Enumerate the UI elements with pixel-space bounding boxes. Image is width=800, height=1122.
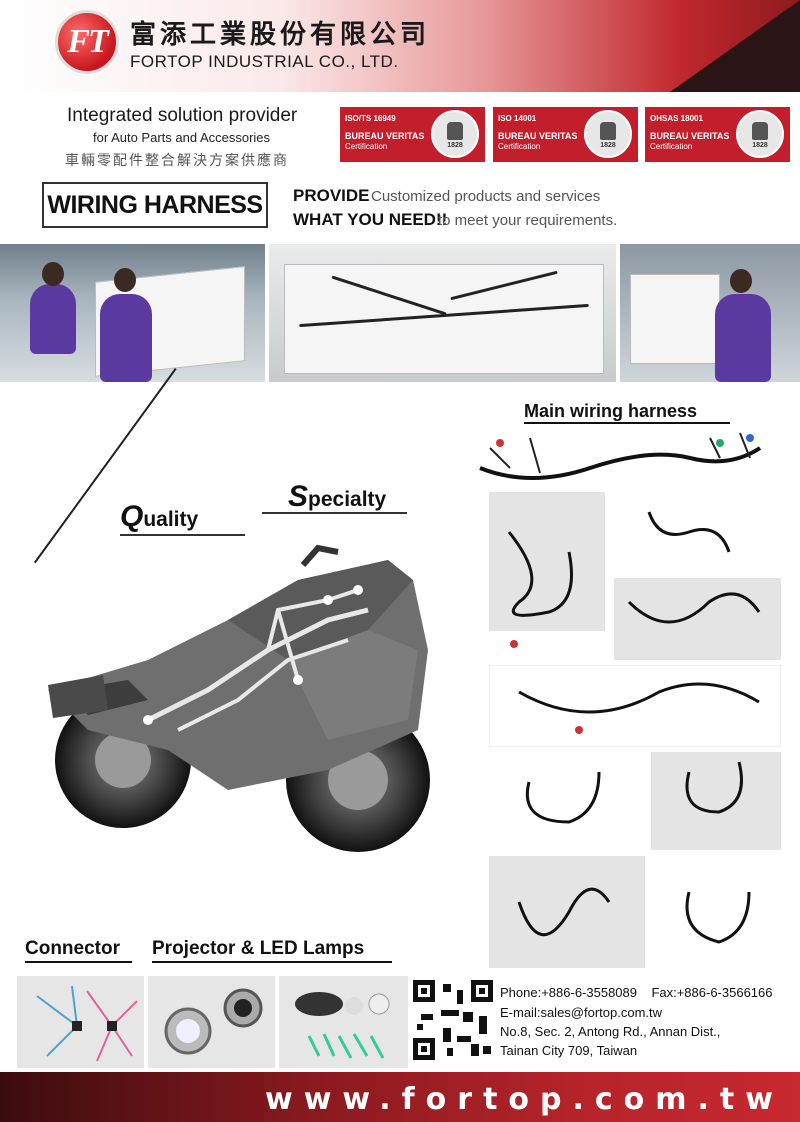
main-harness-heading: Main wiring harness: [524, 401, 698, 421]
worker-head: [42, 262, 64, 286]
fax-number: Fax:+886-6-3566166: [651, 985, 773, 1000]
contact-email[interactable]: E-mail:sales@fortop.com.tw: [500, 1005, 663, 1020]
factory-photo-workers-left: [0, 244, 265, 382]
connector-heading: Connector: [25, 938, 120, 959]
need-label: WHAT YOU NEED!!: [293, 210, 448, 229]
connector-underline: [25, 961, 132, 963]
company-name-english: FORTOP INDUSTRIAL CO., LTD.: [130, 52, 399, 71]
harness-photo: [489, 665, 781, 747]
cert-iso-14001: ISO 14001 BUREAU VERITAS Certification 1…: [493, 107, 638, 162]
worker-figure: [30, 284, 76, 354]
quality-initial: Q: [120, 500, 144, 533]
tagline-sub: for Auto Parts and Accessories: [93, 130, 271, 145]
bureau-veritas-seal-icon: 1828: [431, 110, 479, 158]
cert-type: Certification: [345, 142, 388, 151]
projector-lamp-photo: [148, 976, 275, 1068]
worker-head: [114, 268, 136, 292]
cert-name: ISO/TS 16949: [345, 114, 396, 123]
led-ring-icon: [295, 992, 390, 1059]
phone-number[interactable]: Phone:+886-6-3558089: [500, 985, 637, 1000]
quality-heading: Quality: [120, 500, 198, 534]
led-lamp-photo: [279, 976, 408, 1068]
tagline-main: Integrated solution provider: [67, 105, 298, 126]
company-name-chinese: 富添工業股份有限公司: [130, 20, 431, 50]
connector-wires-icon: [36, 985, 138, 1062]
seal-year: 1828: [752, 141, 768, 149]
company-logo: FT: [55, 10, 119, 74]
qr-corner: [413, 980, 435, 1002]
assembly-board: [630, 274, 720, 364]
need-text: to meet your requirements.: [438, 212, 618, 229]
cert-iso-ts-16949: ISO/TS 16949 BUREAU VERITAS Certificatio…: [340, 107, 485, 162]
cert-ohsas-18001: OHSAS 18001 BUREAU VERITAS Certification…: [645, 107, 790, 162]
wiring-harness-title: WIRING HARNESS: [47, 190, 263, 219]
factory-photo-harness-board: [269, 244, 616, 382]
worker-head: [730, 269, 752, 293]
cert-type: Certification: [498, 142, 541, 151]
harness-photo: [489, 752, 649, 850]
header-banner: [0, 0, 800, 92]
harness-photo: [614, 578, 781, 660]
motorcycle-illustration: [48, 544, 430, 852]
cert-name: OHSAS 18001: [650, 114, 703, 123]
seal-year: 1828: [600, 141, 616, 149]
tagline-chinese: 車輛零配件整合解決方案供應商: [65, 153, 289, 169]
seal-year: 1828: [447, 141, 463, 149]
harness-photo: [489, 492, 605, 631]
harness-photo: [489, 856, 645, 968]
logo-text: FT: [67, 23, 108, 60]
connector-photo: [17, 976, 144, 1068]
cert-type: Certification: [650, 142, 693, 151]
provide-label: PROVIDE: [293, 186, 370, 205]
qr-corner: [413, 1038, 435, 1060]
worker-figure: [100, 294, 152, 382]
harness-photo: [651, 752, 781, 850]
cert-name: ISO 14001: [498, 114, 537, 123]
harness-photo-main: [479, 432, 762, 480]
harness-wire-drawings: [507, 511, 761, 944]
bureau-veritas-seal-icon: 1828: [584, 110, 632, 158]
harness-photo: [650, 856, 781, 968]
assembly-board: [284, 264, 604, 374]
factory-photo-workers-right: [620, 244, 800, 382]
quality-underline: [120, 534, 245, 536]
bureau-veritas-seal-icon: 1828: [736, 110, 784, 158]
projector-lens-icon: [164, 988, 263, 1055]
cert-body: BUREAU VERITAS: [650, 131, 730, 141]
main-harness-underline: [524, 422, 730, 424]
specialty-underline: [262, 512, 407, 514]
cert-body: BUREAU VERITAS: [498, 131, 578, 141]
contact-phone-fax: Phone:+886-6-3558089 Fax:+886-6-3566166: [500, 985, 773, 1000]
wiring-harness-title-box: WIRING HARNESS: [42, 182, 268, 228]
quality-rest: uality: [143, 508, 199, 531]
projector-heading: Projector & LED Lamps: [152, 938, 365, 959]
worker-figure: [715, 294, 771, 382]
specialty-initial: S: [288, 480, 309, 513]
website-url[interactable]: www.fortop.com.tw: [264, 1082, 784, 1117]
provide-text: Customized products and services: [371, 188, 601, 205]
qr-corner: [471, 980, 493, 1002]
specialty-heading: Specialty: [288, 480, 386, 514]
footer-bar: www.fortop.com.tw: [0, 1072, 800, 1122]
contact-address-line2: Tainan City 709, Taiwan: [500, 1043, 638, 1058]
qr-code[interactable]: [413, 980, 493, 1060]
cert-body: BUREAU VERITAS: [345, 131, 425, 141]
contact-address-line1: No.8, Sec. 2, Antong Rd., Annan Dist.,: [500, 1024, 721, 1039]
specialty-rest: pecialty: [308, 488, 387, 511]
projector-underline: [152, 961, 392, 963]
